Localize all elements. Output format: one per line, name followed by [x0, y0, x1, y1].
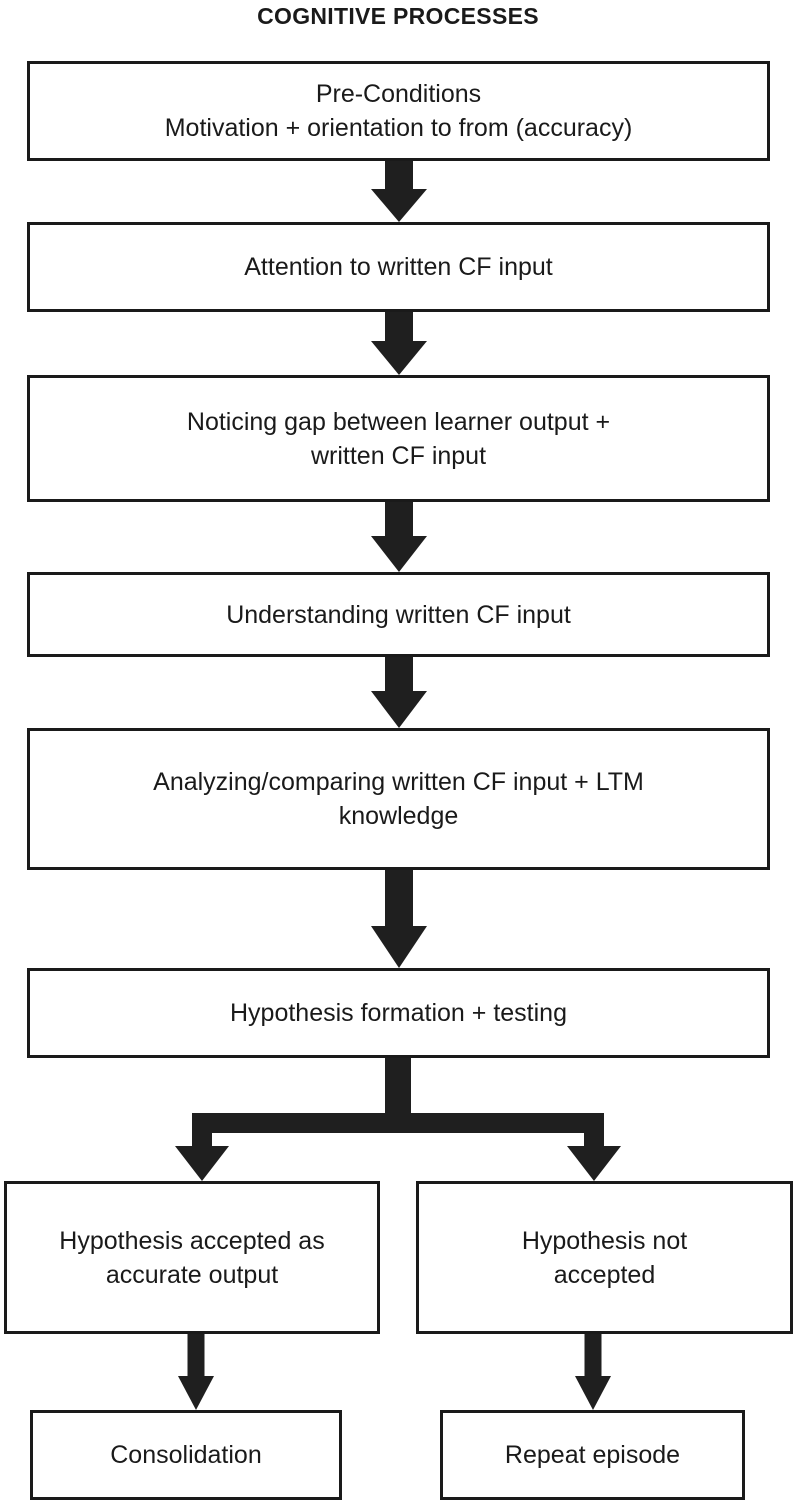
node-hypothesis-not-accepted-label: Hypothesis not accepted [521, 1226, 688, 1289]
arrow-understanding-to-analyzing [371, 657, 427, 728]
fork-connector-hypothesis-branches [0, 1058, 796, 1181]
node-noticing-gap-label: Noticing gap between learner output + wr… [186, 407, 611, 470]
node-hypothesis-formation-label: Hypothesis formation + testing [230, 999, 567, 1027]
page-title: COGNITIVE PROCESSES [257, 3, 539, 29]
arrow-noticing-gap-to-understanding [371, 502, 427, 572]
node-attention[interactable]: Attention to written CF input [27, 222, 770, 312]
node-attention-label: Attention to written CF input [244, 253, 553, 281]
node-understanding[interactable]: Understanding written CF input [27, 572, 770, 657]
node-consolidation[interactable]: Consolidation [30, 1410, 342, 1500]
node-noticing-gap[interactable]: Noticing gap between learner output + wr… [27, 375, 770, 502]
node-consolidation-label: Consolidation [110, 1441, 262, 1469]
node-repeat-episode-label: Repeat episode [504, 1441, 681, 1469]
node-pre-conditions-label: Pre-Conditions Motivation + orientation … [164, 80, 633, 142]
node-hypothesis-formation[interactable]: Hypothesis formation + testing [27, 968, 770, 1058]
arrow-analyzing-to-hypothesis-formation [371, 870, 427, 968]
node-hypothesis-not-accepted[interactable]: Hypothesis not accepted [416, 1181, 793, 1334]
node-pre-conditions[interactable]: Pre-Conditions Motivation + orientation … [27, 61, 770, 161]
arrow-hypothesis-accepted-to-consolidation [161, 1334, 231, 1410]
arrow-hypothesis-not-accepted-to-repeat-episode [558, 1334, 628, 1410]
node-understanding-label: Understanding written CF input [226, 600, 571, 629]
node-analyzing[interactable]: Analyzing/comparing written CF input + L… [27, 728, 770, 870]
arrow-pre-conditions-to-attention [371, 161, 427, 222]
node-hypothesis-accepted-label: Hypothesis accepted as accurate output [59, 1226, 325, 1289]
node-repeat-episode[interactable]: Repeat episode [440, 1410, 745, 1500]
node-analyzing-label: Analyzing/comparing written CF input + L… [153, 768, 644, 830]
node-hypothesis-accepted[interactable]: Hypothesis accepted as accurate output [4, 1181, 380, 1334]
arrow-attention-to-noticing-gap [371, 312, 427, 375]
